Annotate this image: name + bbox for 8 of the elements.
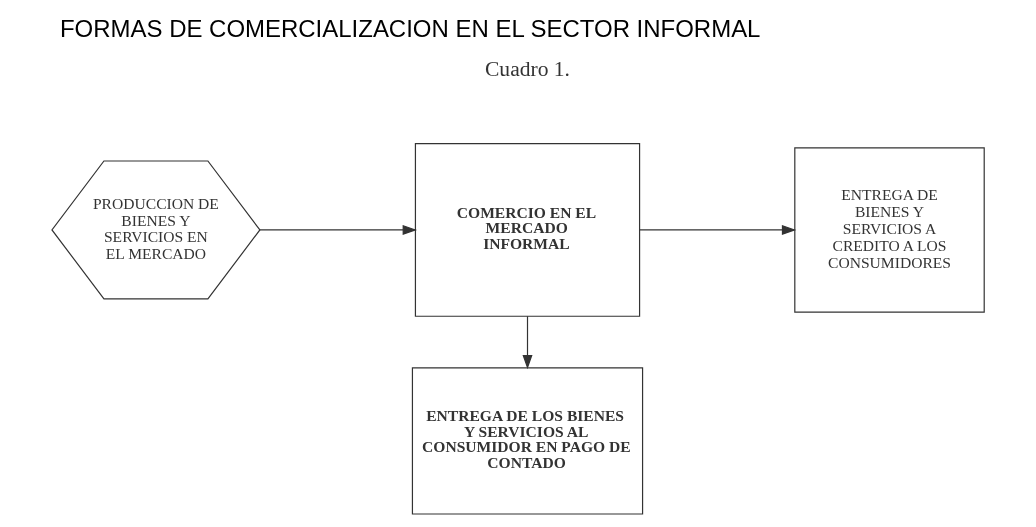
node-box: ENTREGA DE BIENES Y SERVICIOS A CREDITO A LOS CONSUMIDORES	[794, 147, 985, 313]
node-box: COMERCIO EN EL MERCADO INFORMAL	[414, 143, 641, 317]
diagram-title: FORMAS DE COMERCIALIZACION EN EL SECTOR INFORMAL	[59, 14, 761, 42]
arrow	[259, 224, 417, 235]
node-box: ENTREGA DE LOS BIENES Y SERVICIOS AL CONSUMIDOR EN PAGO DE CONTADO	[411, 367, 644, 515]
arrow	[639, 224, 797, 235]
label: Cuadro 1.	[484, 56, 571, 81]
arrow	[522, 315, 533, 370]
